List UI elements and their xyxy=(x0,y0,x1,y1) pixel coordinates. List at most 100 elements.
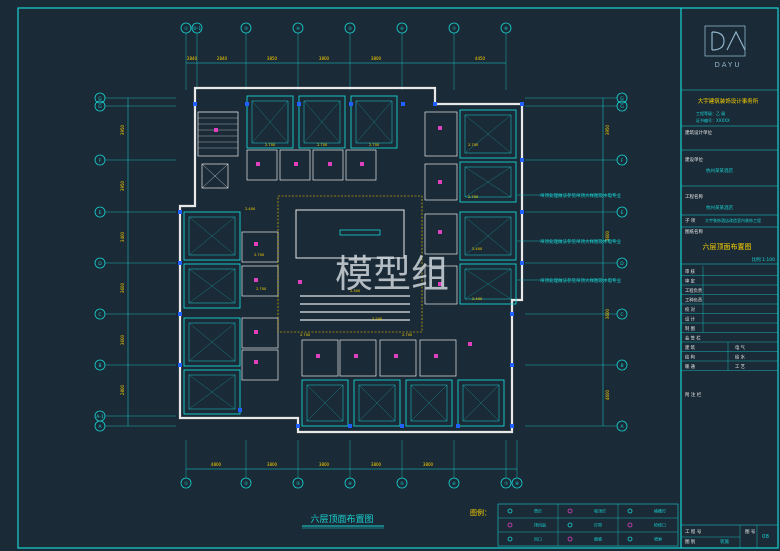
bathroom-0 xyxy=(246,149,278,181)
axis-bottom-label: ⑧ xyxy=(515,481,519,487)
ceiling-panel-7 xyxy=(188,216,236,256)
row-project-label: 工程名称 xyxy=(685,193,703,200)
bathroom-5 xyxy=(424,163,458,201)
logo-mark-icon xyxy=(711,30,746,51)
axis-bottom-bubble xyxy=(511,477,523,489)
downlight xyxy=(394,354,398,358)
column xyxy=(510,363,514,367)
ceiling-height-label: 2.700 xyxy=(317,143,328,147)
axis-left-bubble xyxy=(94,420,106,432)
ceiling-panel-10 xyxy=(188,374,236,410)
panel-diag-b xyxy=(464,114,512,154)
bathroom-8 xyxy=(241,231,279,263)
legend-symbol xyxy=(627,536,633,542)
column xyxy=(178,210,182,214)
downlight xyxy=(298,280,302,284)
column xyxy=(178,261,182,265)
downlight xyxy=(328,162,332,166)
room-3 xyxy=(459,109,517,159)
ceiling-panel-2 xyxy=(355,100,393,144)
axis-right-bubble xyxy=(616,92,628,104)
axis-left-label: G xyxy=(98,96,102,102)
bathroom-11 xyxy=(241,349,279,381)
column xyxy=(520,210,524,214)
skylight-strip xyxy=(339,229,381,236)
axis-left-bubble xyxy=(94,154,106,166)
axis-bottom-label: ① xyxy=(184,481,188,487)
axis-right-bubble xyxy=(616,308,628,320)
column xyxy=(520,102,524,106)
ceiling-height-label: 2.700 xyxy=(468,195,479,199)
footer-right-val: 08 xyxy=(762,534,769,540)
ceiling-panel-6 xyxy=(464,268,512,300)
tb-row-label: 制 图 xyxy=(685,325,695,332)
axis-bottom-label: ⑤ xyxy=(400,481,404,487)
ceiling-panel-5 xyxy=(464,216,512,256)
room-0 xyxy=(246,95,294,149)
downlight xyxy=(254,360,258,364)
axis-top-bubble xyxy=(180,22,192,34)
axis-right-label: F xyxy=(621,158,624,164)
bathroom-12 xyxy=(301,339,339,377)
axis-left-label: E xyxy=(99,210,102,216)
legend-item-label: 风口 xyxy=(534,537,542,542)
panel-diag-b xyxy=(188,322,236,362)
ceiling-panel-3 xyxy=(464,114,512,154)
column xyxy=(510,312,514,316)
axis-top-bubble xyxy=(240,22,252,34)
downlight xyxy=(438,230,442,234)
room-12 xyxy=(353,379,401,427)
legend-symbol xyxy=(507,508,513,514)
panel-diag-b xyxy=(188,216,236,256)
row-drawing-label: 图纸名称 xyxy=(685,228,703,235)
ceiling-height-label: 2.400 xyxy=(472,297,483,301)
panel-diag-b xyxy=(188,374,236,410)
dim-text-left: 2800 xyxy=(120,384,125,395)
room-2 xyxy=(350,95,398,149)
legend-symbol xyxy=(627,522,633,528)
dim-text-bottom: 3800 xyxy=(371,462,382,467)
bathroom-15 xyxy=(419,339,457,377)
axis-top-label: ⑥ xyxy=(400,26,404,32)
legend-item-label: 喷淋 xyxy=(654,536,662,542)
room-14 xyxy=(457,379,505,427)
axis-left-bubble xyxy=(94,92,106,104)
legend-symbol xyxy=(627,508,633,514)
tb-row-label: 工种负责 xyxy=(685,297,703,304)
axis-right-bubble xyxy=(616,100,628,112)
axis-left-label: C xyxy=(98,312,101,318)
column xyxy=(433,102,437,106)
tb-row-label-right: 给 水 xyxy=(735,354,746,361)
axis-top-label: ⑧ xyxy=(504,26,508,32)
tb-row-label: 建 筑 xyxy=(685,344,696,351)
ceiling-panel-8 xyxy=(188,268,236,304)
firm-cert: 证书编号：XXXXX xyxy=(696,117,730,123)
room-13 xyxy=(405,379,453,427)
tb-row-label-right: 电 气 xyxy=(735,344,746,351)
legend-symbol xyxy=(567,522,573,528)
notes-label: 附 注 栏 xyxy=(685,391,702,398)
corridor-ceiling xyxy=(277,195,423,333)
dim-text-right: 3600 xyxy=(605,230,610,241)
tb-row-label: 审 定 xyxy=(685,278,696,285)
ceiling-height-label: 2.700 xyxy=(402,333,413,337)
row-sub: 大宇装饰酒店改造室内装饰工程 xyxy=(705,217,761,223)
axis-top-label: ⑤ xyxy=(348,26,352,32)
axis-bottom-label: ④ xyxy=(348,481,352,487)
lift-cross-b xyxy=(201,163,229,189)
row-client: 杭州某某酒店 xyxy=(706,167,733,174)
dim-text-left: 3950 xyxy=(120,180,125,191)
downlight xyxy=(468,342,472,346)
legend-label: 图例： xyxy=(470,508,491,517)
ceiling-panel-14 xyxy=(462,384,500,422)
tb-row-label-right: 工 艺 xyxy=(735,364,745,370)
axis-right-label: G xyxy=(620,96,624,102)
ceiling-height-label: 2.700 xyxy=(254,253,265,257)
legend-item-label: 吸顶灯 xyxy=(594,508,606,514)
axis-bottom-bubble xyxy=(344,477,356,489)
footer-left-2: 图 别 xyxy=(685,538,696,545)
room-6 xyxy=(459,263,517,305)
footer-val-2: 装施 xyxy=(720,538,729,545)
panel-diag-b xyxy=(464,268,512,300)
